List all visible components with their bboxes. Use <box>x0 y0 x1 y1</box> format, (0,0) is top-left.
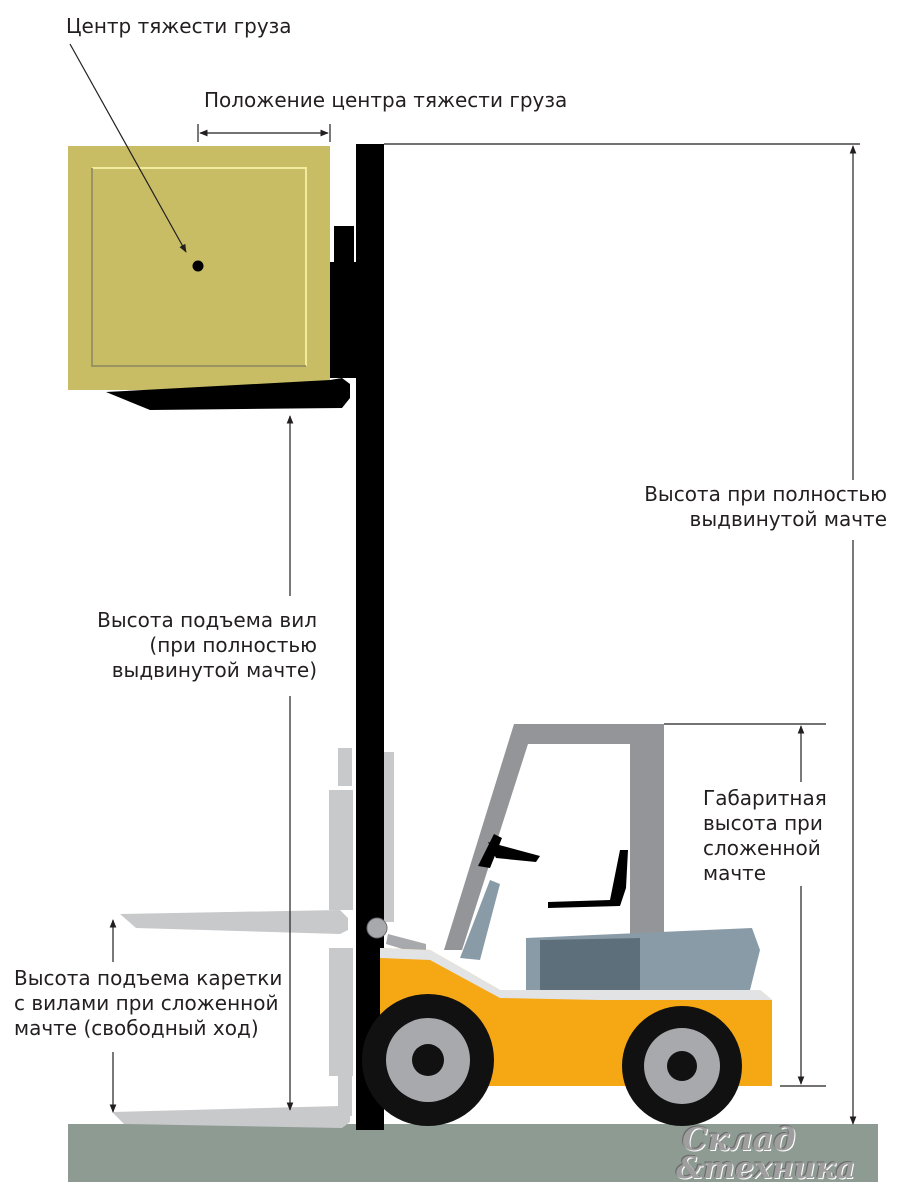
label-cg-position: Положение центра тяжести груза <box>204 88 568 112</box>
dimension-lines <box>69 43 860 1125</box>
mast-pivot <box>366 917 388 939</box>
sklad-tehnika-logo: Склад &техника <box>676 1120 856 1186</box>
label-fork-lift-height: Высота подъема вил (при полностью выдвин… <box>97 608 317 682</box>
label-overall-height-lowered: Габаритная высота при сложенной мачте <box>703 786 827 885</box>
cab-frame <box>444 724 664 990</box>
lifted-carriage <box>106 226 358 410</box>
mast <box>356 144 384 1130</box>
label-load-center-of-gravity: Центр тяжести груза <box>66 14 292 38</box>
label-height-extended-mast: Высота при полностью выдвинутой мачте <box>644 482 887 531</box>
label-free-lift-height: Высота подъема каретки с вилами при слож… <box>14 966 283 1040</box>
floor <box>68 1124 878 1182</box>
forklift-truck <box>362 724 772 1126</box>
lowered-carriage-ghost <box>112 748 394 1128</box>
center-of-gravity-dot <box>192 260 204 272</box>
load-box <box>68 146 330 390</box>
seat <box>548 850 628 908</box>
